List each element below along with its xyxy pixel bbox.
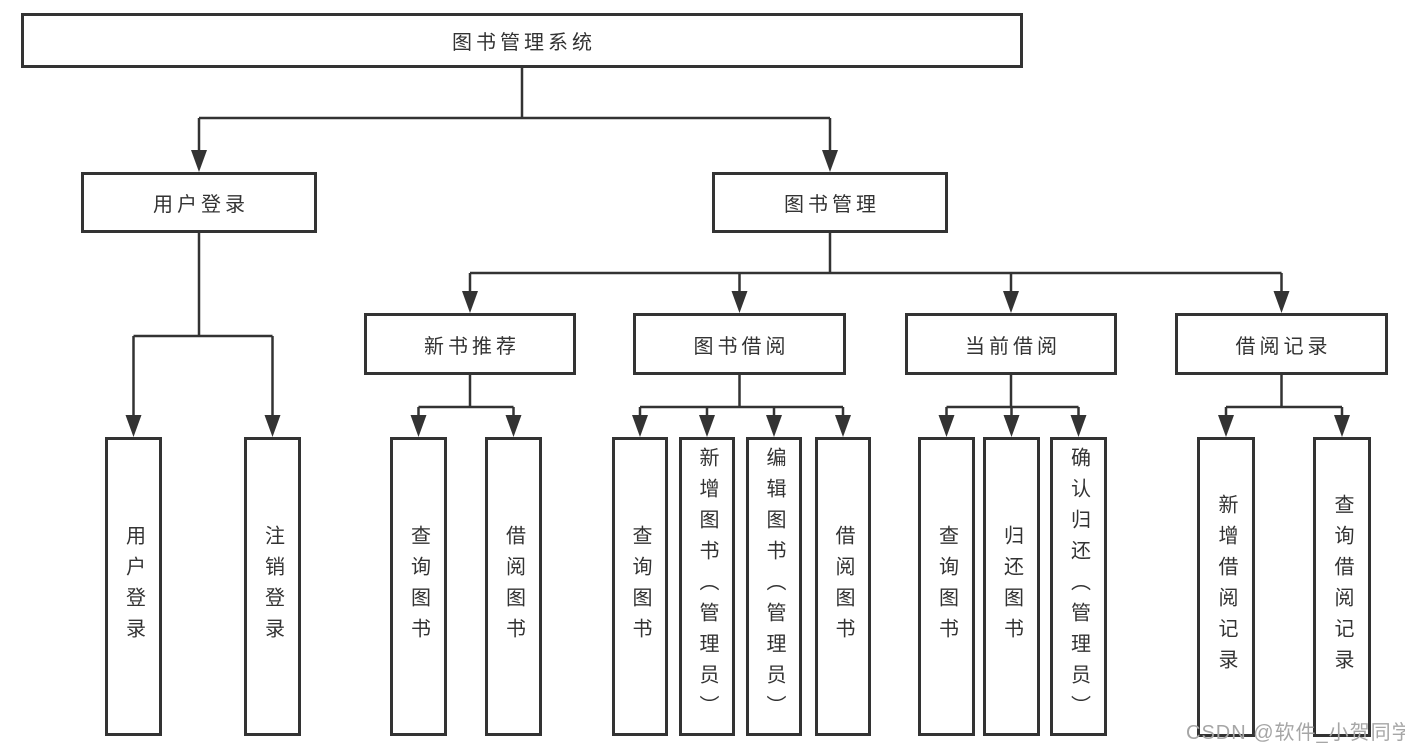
node-book-borrow: 图书借阅 <box>633 313 846 375</box>
node-borrow-record: 借阅记录 <box>1175 313 1388 375</box>
leaf-label: 编辑图书（管理员） <box>763 447 785 726</box>
leaf-label: 用户登录 <box>122 524 145 649</box>
leaf-borrow-edit-book: 编辑图书（管理员） <box>746 437 802 736</box>
leaf-label: 查询图书 <box>407 524 430 649</box>
leaf-label: 新增图书（管理员） <box>696 447 718 726</box>
leaf-current-confirm-return: 确认归还（管理员） <box>1050 437 1107 736</box>
leaf-current-return-book: 归还图书 <box>983 437 1040 736</box>
leaf-label: 归还图书 <box>1000 524 1023 649</box>
csdn-watermark: CSDN @软件_小贺同学 <box>1186 722 1405 744</box>
arrowhead-icons <box>125 150 1350 437</box>
leaf-user-login: 用户登录 <box>105 437 162 736</box>
leaf-label: 注销登录 <box>261 524 284 649</box>
leaf-logout: 注销登录 <box>244 437 301 736</box>
leaf-newbook-query: 查询图书 <box>390 437 447 736</box>
node-new-book-recommend: 新书推荐 <box>364 313 576 375</box>
node-root: 图书管理系统 <box>21 13 1023 68</box>
tree-edges <box>132 68 1344 417</box>
node-user-login: 用户登录 <box>81 172 317 233</box>
leaf-label: 查询图书 <box>935 524 958 649</box>
leaf-label: 借阅图书 <box>832 524 854 649</box>
leaf-label: 借阅图书 <box>502 524 525 649</box>
node-book-management: 图书管理 <box>712 172 948 233</box>
leaf-label: 确认归还（管理员） <box>1067 447 1090 726</box>
leaf-label: 新增借阅记录 <box>1215 494 1237 680</box>
leaf-record-add: 新增借阅记录 <box>1197 437 1255 737</box>
leaf-borrow-borrow-book: 借阅图书 <box>815 437 871 736</box>
node-current-borrow: 当前借阅 <box>905 313 1117 375</box>
leaf-current-query-book: 查询图书 <box>918 437 975 736</box>
leaf-newbook-borrow: 借阅图书 <box>485 437 542 736</box>
leaf-record-query: 查询借阅记录 <box>1313 437 1371 737</box>
leaf-borrow-add-book: 新增图书（管理员） <box>679 437 735 736</box>
leaf-label: 查询图书 <box>629 524 651 649</box>
leaf-label: 查询借阅记录 <box>1331 494 1353 680</box>
leaf-borrow-query-book: 查询图书 <box>612 437 668 736</box>
